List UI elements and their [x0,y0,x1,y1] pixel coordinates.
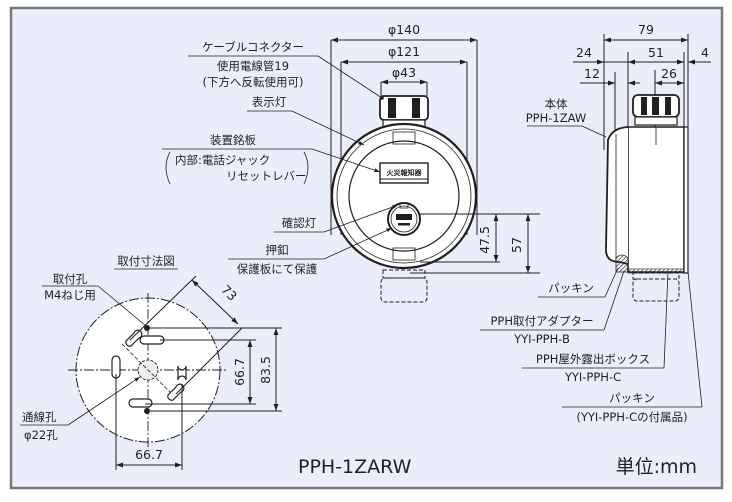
callout-nameplate-inside: 内部:電話ジャック [175,153,270,167]
bracket-left [165,151,171,185]
callout-outdoor-box-model: YYI-PPH-C [564,370,621,384]
dim-66-7-horizontal: 66.7 [135,447,163,462]
dim-inner-diameter: φ121 [388,44,420,59]
callout-cable-connector: ケーブルコネクター [202,40,304,54]
keyhole-slots [111,329,187,408]
callout-adapter: PPH取付アダプター [490,314,593,328]
lower-connector-dashed [380,269,428,303]
side-connector [632,94,680,126]
callout-confirm-lamp: 確認灯 [282,216,317,230]
callout-gasket-accessory: パッキン [609,391,655,405]
dim-line-73 [191,279,239,325]
model-title: PPH-1ZARW [298,456,412,478]
dim-83-5: 83.5 [258,356,273,384]
callout-mount-hole-screw: M4ねじ用 [44,288,96,302]
dim-outer-diameter: φ140 [388,22,420,37]
dim-47-5: 47.5 [477,226,492,254]
callout-push-button: 押釦 [266,243,289,257]
callout-nameplate-reset: リセットレバー [226,169,307,183]
callout-protection-plate: 保護板にて保護 [237,262,318,276]
callout-wire-hole-size: φ22孔 [24,428,58,442]
callout-adapter-model: YYI-PPH-B [513,332,570,346]
callout-reversible: (下方へ反転使用可) [203,75,304,89]
dim-26: 26 [661,66,677,81]
dim-total-depth: 79 [638,22,654,37]
callout-body: 本体 [545,97,568,111]
mounting-view: 取付寸法図 66.7 66.7 83.5 [20,254,282,470]
dim-24: 24 [576,45,592,60]
callout-wire-hole: 通線孔 [22,410,57,424]
dim-66-7-vertical: 66.7 [232,358,247,386]
dim-connector-diameter: φ43 [392,65,416,80]
nameplate [379,162,429,184]
callout-gasket: パッキン [548,281,594,295]
callout-outdoor-box: PPH屋外露出ボックス [536,352,650,366]
side-view: 79 24 51 4 12 26 [480,22,711,424]
callout-conduit-size: 使用電線管19 [217,59,289,73]
dim-57: 57 [509,237,524,253]
dim-51: 51 [648,45,664,60]
side-body [627,126,685,273]
callout-mount-hole: 取付孔 [53,272,88,286]
dim-12: 12 [584,66,600,81]
callout-gasket-accessory-note: (YYI-PPH-Cの付属品) [576,410,687,424]
callout-body-model: PPH-1ZAW [526,111,586,125]
bracket-right [303,151,309,185]
callout-nameplate: 装置銘板 [210,133,256,147]
callout-indicator-lamp: 表示灯 [252,95,287,109]
unit-label: 単位:mm [616,456,697,478]
front-view: φ140 φ121 φ43 火災報知器 [162,22,540,303]
dim-4: 4 [701,45,709,60]
mounting-title: 取付寸法図 [117,254,175,268]
nameplate-text: 火災報知器 [387,168,423,177]
